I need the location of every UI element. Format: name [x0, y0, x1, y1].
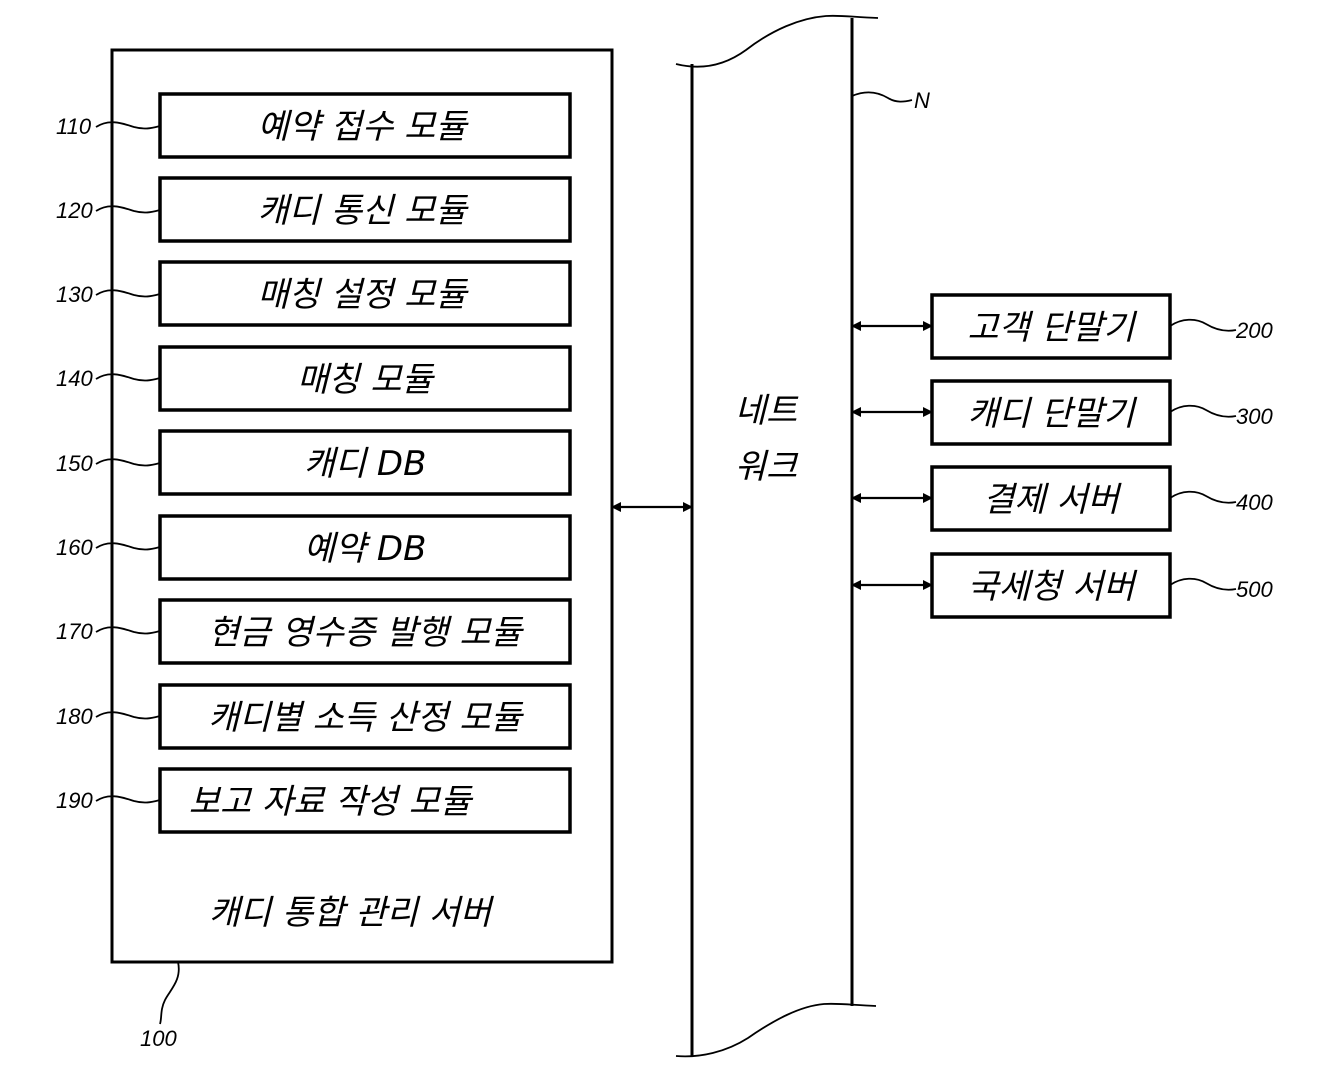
network-band — [675, 14, 879, 1058]
leader-line — [95, 205, 161, 214]
device-box-500 — [930, 552, 1172, 619]
leader-line — [95, 458, 161, 467]
network-bottom-break — [675, 1002, 877, 1058]
ref-numeral: 120 — [56, 198, 93, 223]
ref-numeral: 190 — [56, 788, 93, 813]
ref-numeral: 200 — [1235, 318, 1273, 343]
module-labels: 예약 접수 모듈 캐디 통신 모듈 매칭 설정 모듈 매칭 모듈 캐디 DB 예… — [189, 107, 525, 822]
ref-numeral: 140 — [56, 366, 93, 391]
leader-line — [95, 542, 161, 551]
leader-line — [95, 795, 161, 804]
leader-line — [95, 626, 161, 635]
module-box-110 — [158, 92, 572, 159]
ref-numeral: 160 — [56, 535, 93, 560]
network-label-line2: 워크 — [735, 447, 799, 487]
server-ref-numeral: 100 — [140, 1026, 177, 1051]
network-top-break — [675, 14, 879, 68]
ref-numeral: 150 — [56, 451, 93, 476]
ref-numeral: 170 — [56, 619, 93, 644]
module-box-130 — [158, 260, 572, 327]
module-label: 예약 DB — [304, 529, 427, 569]
device-labels: 고객 단말기 캐디 단말기 결제 서버 국세청 서버 — [967, 308, 1138, 607]
server-title: 캐디 통합 관리 서버 — [209, 893, 495, 933]
device-arrows — [851, 321, 933, 590]
device-group — [930, 293, 1172, 619]
leader-line — [1169, 404, 1237, 418]
leader-line — [95, 121, 161, 130]
device-refs: 200 300 400 500 — [1169, 318, 1273, 602]
module-group — [158, 92, 572, 834]
leader-line — [95, 711, 161, 720]
ref-numeral: 500 — [1236, 577, 1273, 602]
module-label: 매칭 모듈 — [297, 360, 436, 400]
network-label-line1: 네트 — [735, 391, 799, 431]
network-ref-numeral: N — [914, 88, 930, 113]
leader-line — [1169, 318, 1237, 332]
module-label: 매칭 설정 모듈 — [257, 275, 469, 315]
leader-line — [1169, 577, 1237, 591]
device-box-300 — [930, 379, 1172, 446]
server-leader-line — [159, 961, 180, 1025]
module-label: 캐디 통신 모듈 — [257, 191, 469, 231]
leader-line — [1169, 490, 1237, 504]
ref-numeral: 110 — [56, 114, 92, 139]
module-box-150 — [158, 429, 572, 496]
module-label: 캐디 DB — [304, 444, 427, 484]
device-label: 결제 서버 — [983, 480, 1123, 520]
module-label: 예약 접수 모듈 — [257, 107, 469, 147]
ref-numeral: 300 — [1236, 404, 1273, 429]
ref-numeral: 130 — [56, 282, 93, 307]
module-label: 보고 자료 작성 모듈 — [189, 782, 474, 822]
network-leader-line — [851, 91, 913, 103]
ref-numeral: 400 — [1236, 490, 1273, 515]
module-label: 캐디별 소득 산정 모듈 — [208, 698, 525, 738]
module-box-160 — [158, 514, 572, 581]
module-label: 현금 영수증 발행 모듈 — [208, 613, 525, 653]
device-label: 국세청 서버 — [967, 567, 1138, 607]
ref-numeral: 180 — [56, 704, 93, 729]
device-label: 고객 단말기 — [967, 308, 1137, 348]
module-box-120 — [158, 176, 572, 243]
leader-line — [95, 373, 161, 382]
leader-line — [95, 289, 161, 298]
module-box-140 — [158, 345, 572, 412]
device-label: 캐디 단말기 — [967, 394, 1137, 434]
module-refs: 110 120 130 140 150 160 170 180 190 — [56, 114, 161, 813]
